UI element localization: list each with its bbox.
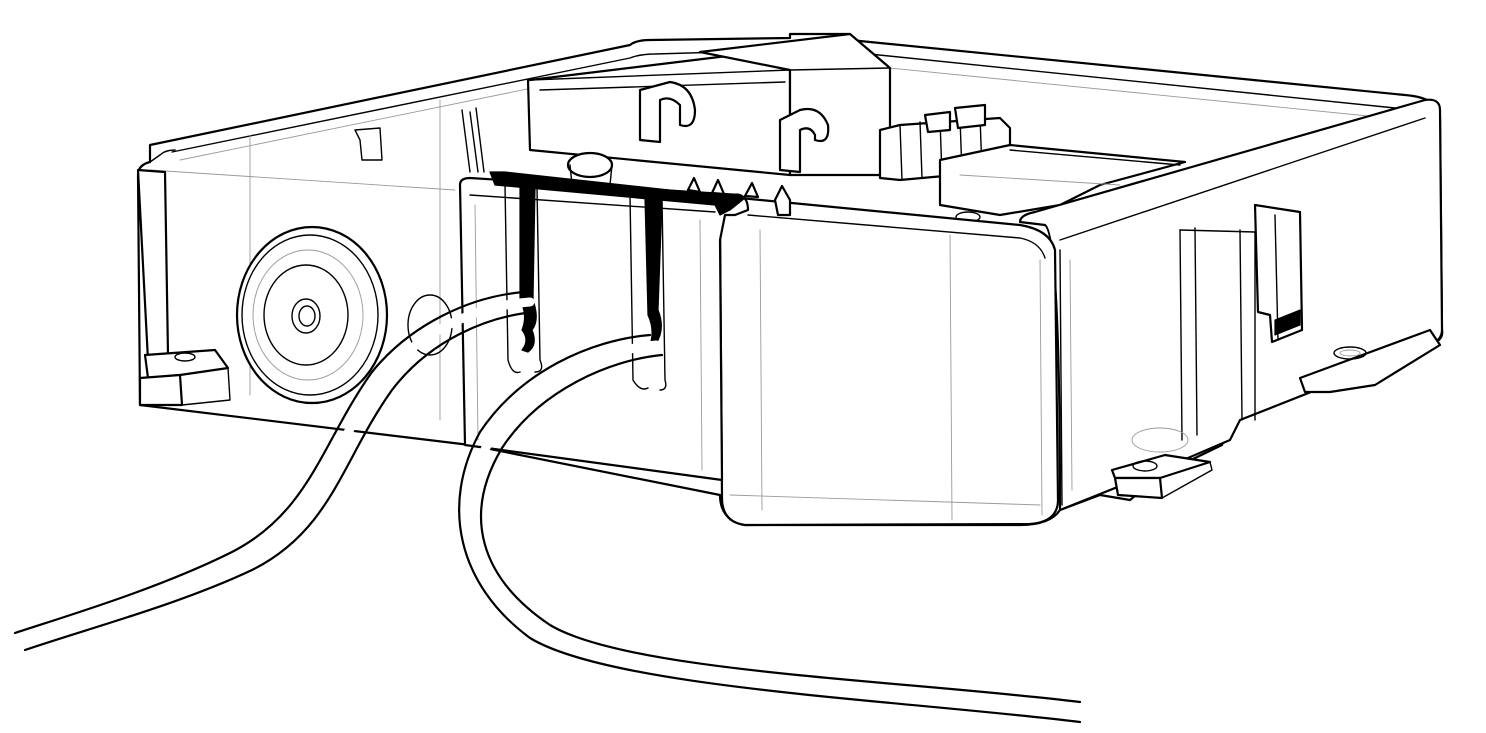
mounting-tab-left <box>136 168 231 407</box>
wire-2 <box>458 333 1085 724</box>
mounting-tab-right <box>1018 98 1444 512</box>
terminal-block <box>878 103 1187 223</box>
cable-entry-slot <box>458 176 750 482</box>
mounting-tab-front <box>1110 427 1213 500</box>
front-wall <box>718 196 1060 527</box>
knockout-circle <box>235 225 453 405</box>
wire-clamp <box>489 171 792 353</box>
wire-1 <box>13 290 537 652</box>
